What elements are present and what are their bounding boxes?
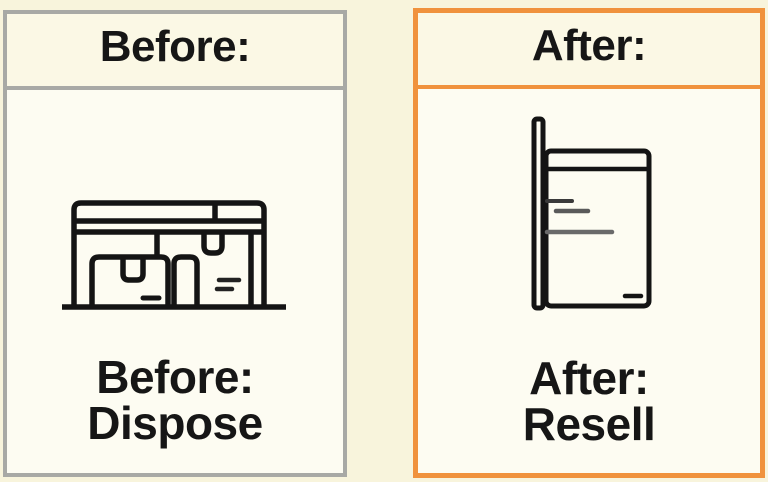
- after-caption-line1: After:: [529, 352, 649, 404]
- after-caption: After: Resell: [523, 355, 656, 447]
- before-panel-body: Before: Dispose: [7, 90, 343, 473]
- after-panel-header: After:: [418, 13, 760, 89]
- after-header-title: After:: [531, 21, 647, 70]
- before-panel: Before:: [3, 10, 347, 477]
- after-panel-body: After: Resell: [418, 89, 760, 473]
- storage-shelf-with-boxes-icon: [60, 190, 290, 310]
- after-panel: After: After: R: [413, 8, 765, 478]
- receipt-price-tag-icon: [522, 113, 657, 313]
- before-panel-header: Before:: [7, 14, 343, 90]
- after-caption-line2: Resell: [522, 398, 656, 450]
- before-caption-line2: Dispose: [87, 397, 263, 449]
- before-caption-line1: Before:: [96, 351, 254, 403]
- before-caption: Before: Dispose: [87, 351, 263, 449]
- before-header-title: Before:: [99, 22, 251, 71]
